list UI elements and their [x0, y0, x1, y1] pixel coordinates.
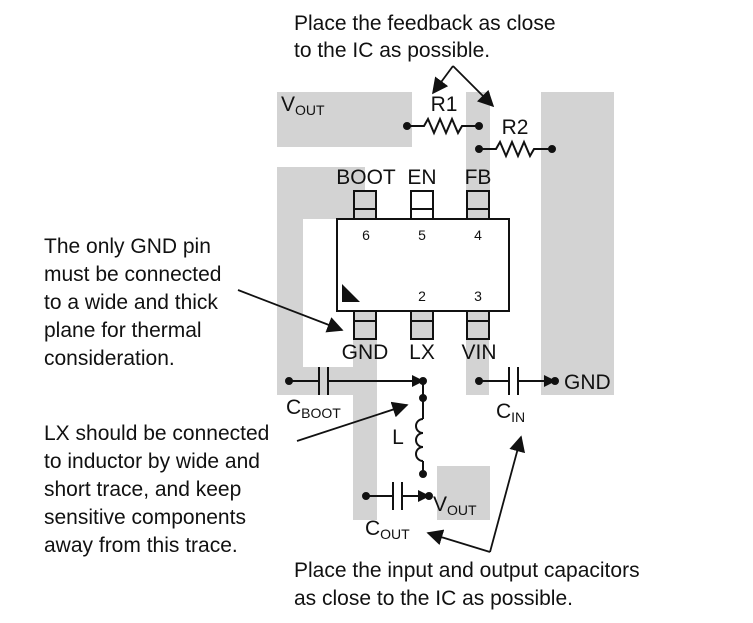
pin1-marker [342, 284, 360, 302]
resistor-r2 [475, 139, 556, 159]
pin-boot [353, 190, 377, 220]
capacitor-cout [362, 482, 433, 510]
vout-plane-bottom [437, 466, 490, 520]
vin-plane [466, 330, 489, 395]
r1-label: R1 [431, 93, 458, 116]
pin-en [410, 190, 434, 220]
inductor-label: L [392, 426, 404, 449]
cin-label: CIN [496, 400, 525, 425]
arrow-to-r1 [432, 65, 454, 95]
pin-gnd [353, 310, 377, 340]
gnd-net-label: GND [564, 371, 611, 394]
capacitor-cboot [285, 367, 427, 395]
svg-text:as close to the IC as possible: as close to the IC as possible. [294, 587, 573, 610]
pin-name-vin: VIN [461, 341, 496, 364]
pin-name-lx: LX [409, 341, 435, 364]
ic-pins-top [353, 190, 490, 220]
svg-text:sensitive components: sensitive components [44, 506, 246, 529]
svg-text:Place the input and output cap: Place the input and output capacitors [294, 559, 640, 582]
arrow-to-r2 [452, 65, 495, 108]
cboot-label: CBOOT [286, 396, 341, 421]
arrow-to-cout [426, 529, 491, 553]
svg-text:must be connected: must be connected [44, 263, 221, 286]
svg-text:plane for thermal: plane for thermal [44, 319, 202, 342]
lx-trace-plane [353, 330, 377, 520]
svg-text:The only GND pin: The only GND pin [44, 235, 211, 258]
vout-plane-top [277, 92, 412, 147]
cout-label: COUT [365, 517, 410, 542]
resistor-r1 [403, 116, 483, 136]
arrow-to-gnd-pin [237, 289, 344, 333]
pin-vin [466, 310, 490, 340]
gnd-plane-right [541, 92, 614, 395]
arrow-to-cin [489, 435, 526, 553]
svg-text:LX should be connected: LX should be connected [44, 422, 269, 445]
pin-number-5: 5 [418, 227, 426, 243]
svg-text:to inductor by wide and: to inductor by wide and [44, 450, 260, 473]
pin-lx [410, 310, 434, 340]
pin-name-gnd: GND [342, 341, 389, 364]
svg-text:Place the feedback as close: Place the feedback as close [294, 12, 556, 35]
ic-pins-bottom [353, 310, 490, 340]
capacitor-cin [475, 367, 559, 395]
pin-number-2: 2 [418, 288, 426, 304]
gnd-plane-top [277, 167, 365, 219]
pin-name-fb: FB [465, 166, 492, 189]
svg-text:short trace, and keep: short trace, and keep [44, 478, 241, 501]
note-feedback: Place the feedback as close to the IC as… [294, 12, 556, 62]
r2-label: R2 [502, 116, 529, 139]
note-caps: Place the input and output capacitors as… [294, 559, 640, 610]
svg-text:to the IC as possible.: to the IC as possible. [294, 39, 490, 62]
pin-number-6: 6 [362, 227, 370, 243]
note-gnd: The only GND pin must be connected to a … [44, 235, 221, 370]
note-lx: LX should be connected to inductor by wi… [44, 422, 269, 557]
ic-body [336, 218, 510, 312]
vout-bottom-label: VOUT [433, 493, 477, 518]
pin-name-boot: BOOT [336, 166, 396, 189]
pin-number-3: 3 [474, 288, 482, 304]
pin-fb [466, 190, 490, 220]
pin-number-4: 4 [474, 227, 482, 243]
pin-name-en: EN [407, 166, 436, 189]
inductor-l [415, 381, 427, 478]
arrow-to-lx-trace [296, 401, 409, 442]
vout-top-label: VOUT [281, 93, 325, 118]
svg-text:away from this trace.: away from this trace. [44, 534, 238, 557]
callout-arrows [237, 65, 526, 553]
svg-text:consideration.: consideration. [44, 347, 175, 370]
svg-text:to a wide and thick: to a wide and thick [44, 291, 218, 314]
